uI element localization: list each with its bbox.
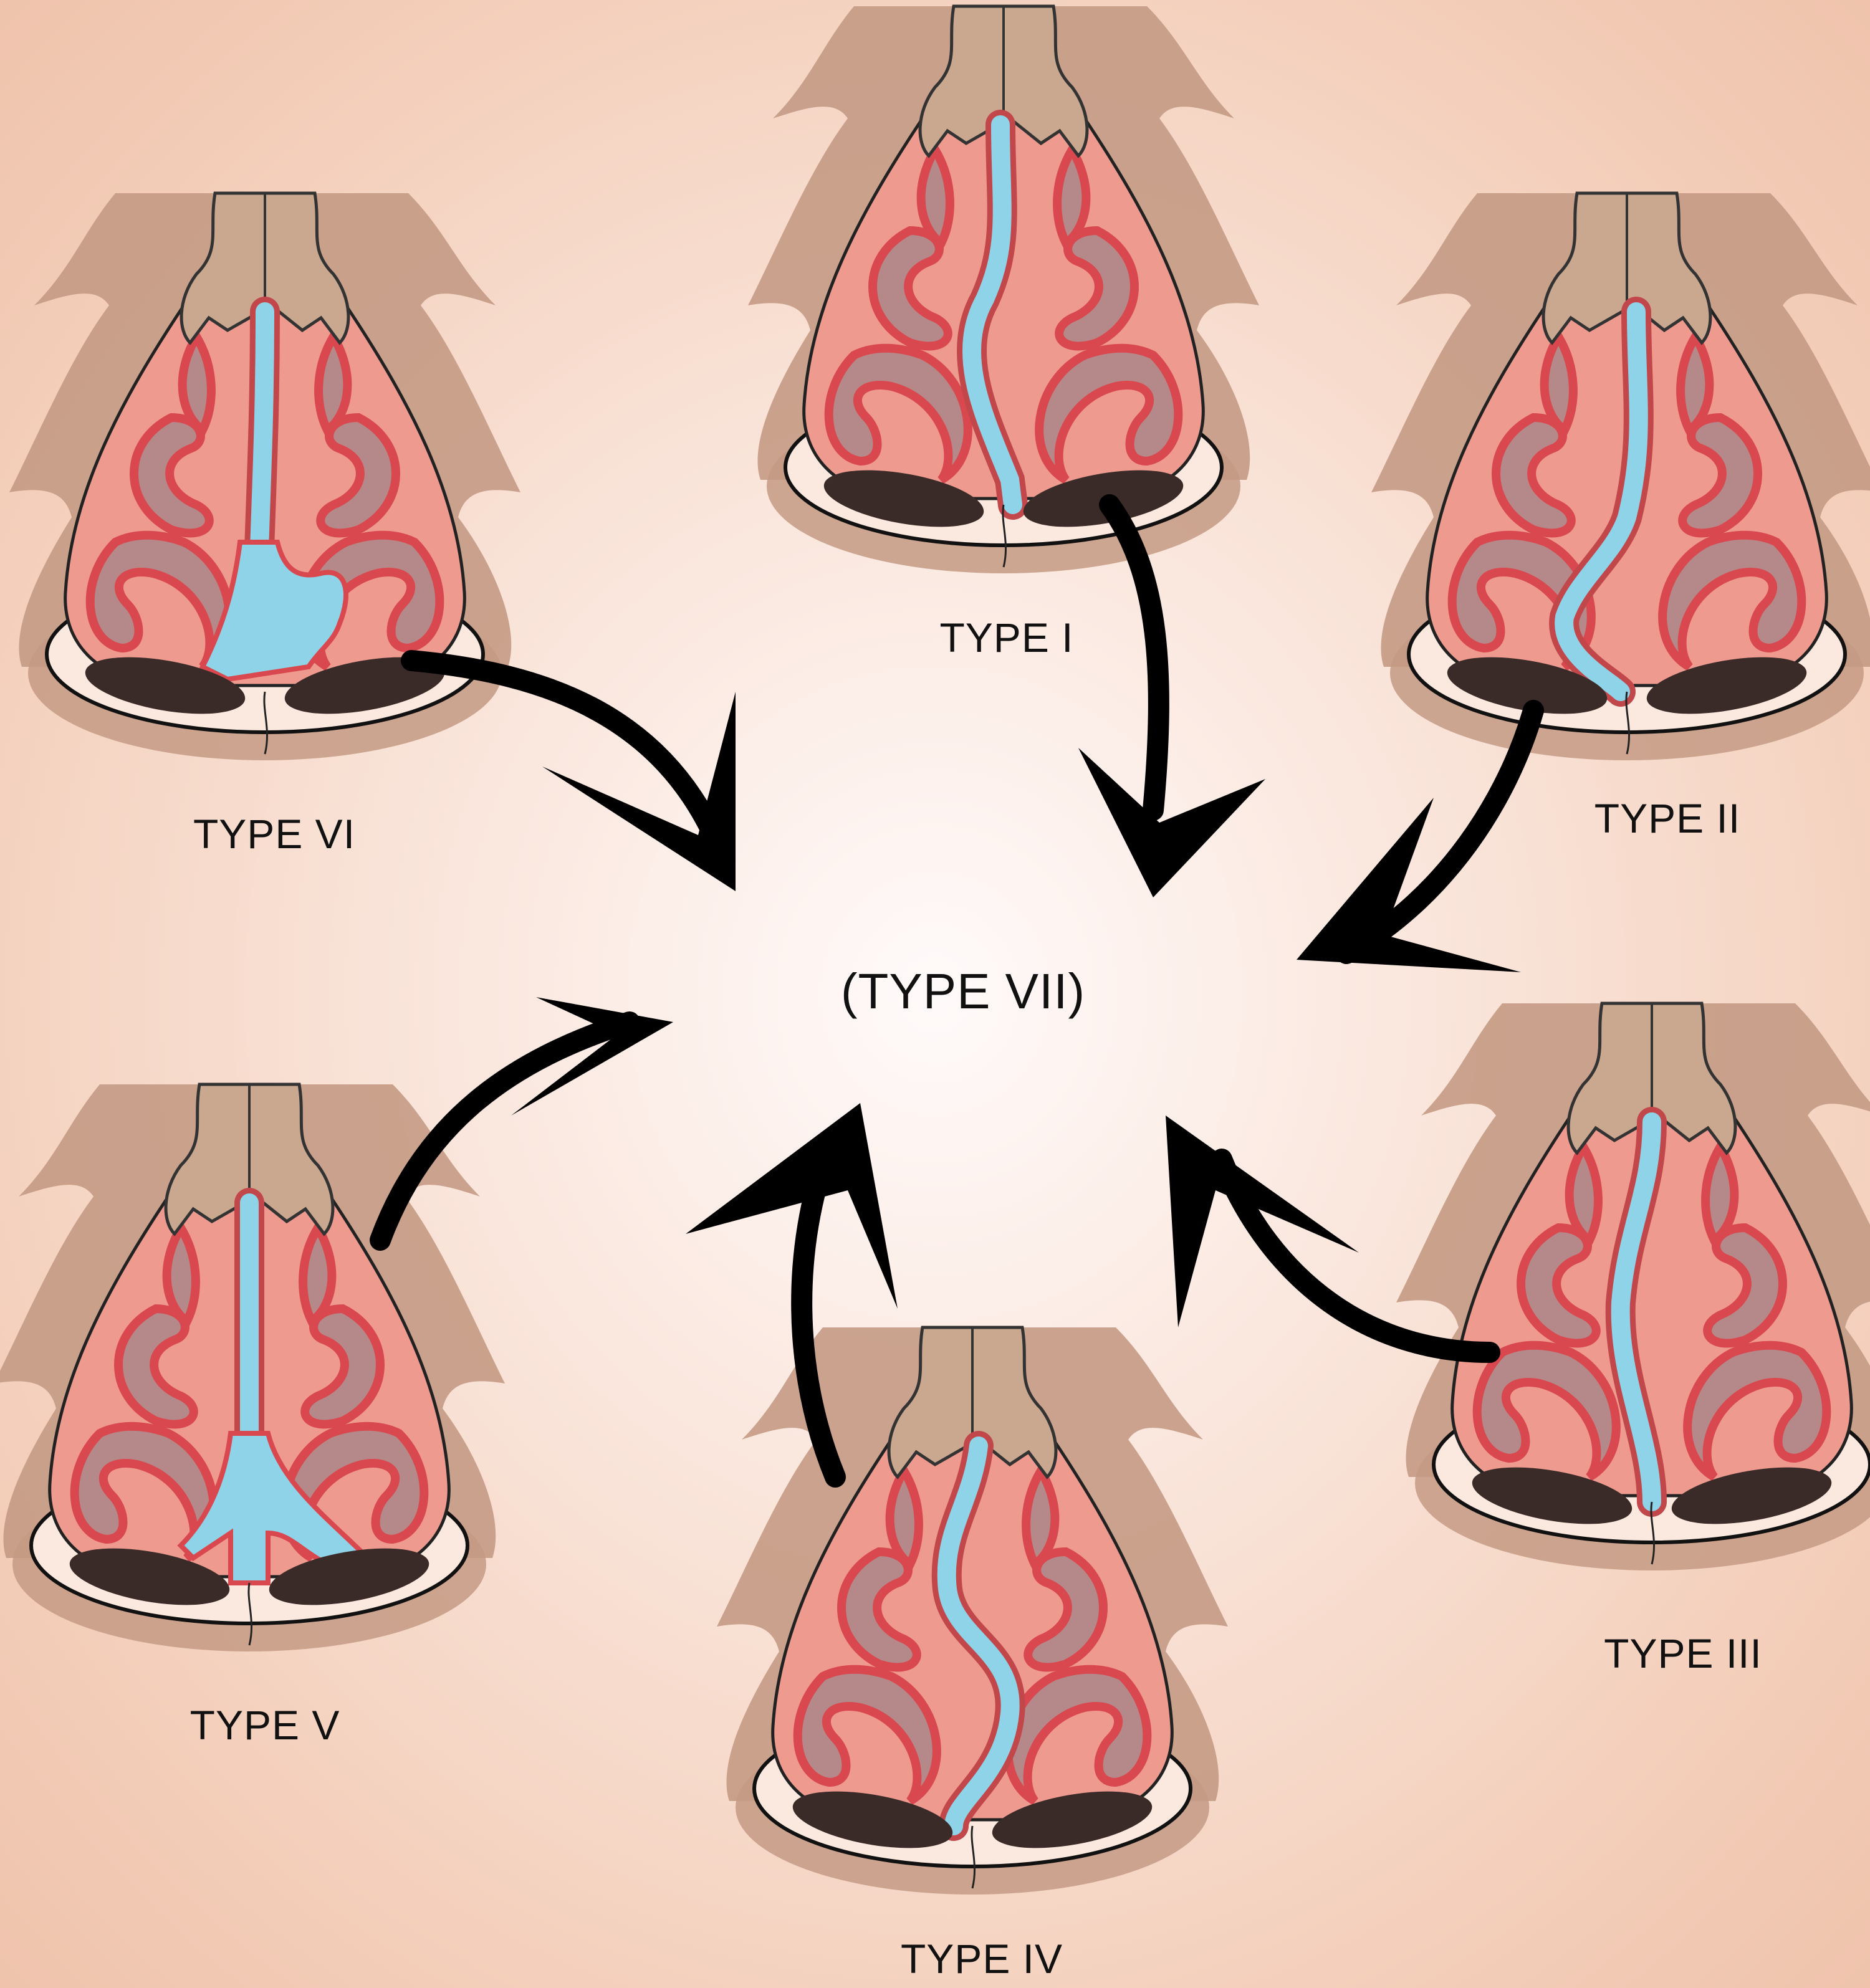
type-4-illustration bbox=[717, 1326, 1228, 1895]
left-turbinates bbox=[70, 1219, 218, 1562]
turbinate bbox=[70, 1422, 218, 1562]
arrow-type-3-head bbox=[1166, 1116, 1359, 1327]
turbinate bbox=[280, 1422, 429, 1562]
arrow-type-5-head bbox=[511, 997, 673, 1116]
type-1-label: TYPE I bbox=[939, 614, 1074, 661]
turbinate bbox=[824, 343, 972, 484]
type-2-label: TYPE II bbox=[1594, 795, 1741, 841]
type-6-label: TYPE VI bbox=[193, 811, 356, 857]
philtrum-line bbox=[1625, 691, 1631, 755]
right-nostril bbox=[1671, 1467, 1832, 1524]
turbinate bbox=[1004, 1665, 1152, 1805]
septum bbox=[249, 302, 274, 576]
septal-spur bbox=[177, 1431, 372, 1585]
turbinate bbox=[1703, 1223, 1787, 1348]
left-turbinates bbox=[85, 328, 234, 671]
right-nostril bbox=[1646, 657, 1807, 714]
left-nostril bbox=[792, 1791, 953, 1848]
turbinate bbox=[300, 1304, 385, 1429]
philtrum-line bbox=[263, 691, 269, 755]
turbinate bbox=[1055, 226, 1139, 351]
right-turbinates bbox=[1004, 1462, 1152, 1805]
right-turbinates bbox=[1683, 1138, 1831, 1481]
septum bbox=[1555, 302, 1648, 701]
type-3-label: TYPE III bbox=[1604, 1630, 1762, 1676]
septal-spur bbox=[199, 540, 348, 682]
turbinate bbox=[1492, 413, 1576, 538]
turbinate bbox=[1447, 530, 1596, 671]
left-nostril bbox=[69, 1548, 230, 1605]
arrow-type-6-head bbox=[542, 692, 736, 891]
turbinate bbox=[1683, 1340, 1831, 1481]
type-2-illustration bbox=[1371, 191, 1870, 760]
left-turbinates bbox=[793, 1462, 941, 1805]
turbinate bbox=[1472, 1340, 1621, 1481]
turbinate bbox=[130, 413, 214, 538]
turbinate bbox=[1678, 413, 1762, 538]
turbinate bbox=[1035, 343, 1183, 484]
right-nostril bbox=[284, 657, 445, 714]
septum bbox=[937, 1436, 1020, 1835]
turbinate bbox=[1658, 530, 1806, 671]
turbinate bbox=[837, 1547, 921, 1672]
turbinate bbox=[793, 1665, 941, 1805]
septum bbox=[962, 115, 1022, 514]
type-6-illustration bbox=[9, 191, 520, 760]
left-nostril bbox=[823, 470, 984, 527]
type-5-label: TYPE V bbox=[189, 1702, 340, 1748]
left-turbinates bbox=[1447, 328, 1596, 671]
turbinate bbox=[1517, 1223, 1601, 1348]
philtrum-line bbox=[247, 1582, 253, 1646]
right-nostril bbox=[269, 1548, 429, 1605]
arrow-type-2-head bbox=[1297, 798, 1521, 972]
philtrum-line bbox=[1650, 1501, 1656, 1565]
left-nostril bbox=[85, 657, 246, 714]
right-turbinates bbox=[1035, 141, 1183, 484]
right-nostril bbox=[992, 1791, 1153, 1848]
left-turbinates bbox=[1472, 1138, 1621, 1481]
arrow-type-6-shaft bbox=[401, 650, 721, 839]
arrow-type-1-shaft bbox=[1099, 494, 1169, 821]
type-4-label: TYPE IV bbox=[900, 1936, 1063, 1982]
type-5-illustration bbox=[0, 1082, 505, 1651]
philtrum-line bbox=[971, 1825, 976, 1889]
left-turbinates bbox=[824, 141, 972, 484]
turbinate bbox=[114, 1304, 198, 1429]
arrow-type-1-head bbox=[1078, 748, 1265, 897]
type-1-illustration bbox=[748, 4, 1259, 573]
arrow-type-3-shaft bbox=[1211, 1149, 1500, 1363]
turbinate bbox=[316, 413, 400, 538]
turbinate bbox=[868, 226, 952, 351]
type-3-illustration bbox=[1396, 1001, 1870, 1570]
right-turbinates bbox=[280, 1219, 429, 1562]
turbinate bbox=[85, 530, 234, 671]
septum bbox=[1611, 1112, 1661, 1511]
turbinate bbox=[296, 530, 444, 671]
turbinate bbox=[1024, 1547, 1108, 1672]
arrow-type-5-shaft bbox=[370, 1011, 640, 1251]
arrow-type-4-head bbox=[686, 1103, 898, 1309]
type-7-label: (TYPE VII) bbox=[840, 963, 1086, 1019]
philtrum-line bbox=[1002, 504, 1007, 568]
left-nostril bbox=[1472, 1467, 1633, 1524]
left-nostril bbox=[1447, 657, 1608, 714]
right-turbinates bbox=[296, 328, 444, 671]
right-turbinates bbox=[1658, 328, 1806, 671]
